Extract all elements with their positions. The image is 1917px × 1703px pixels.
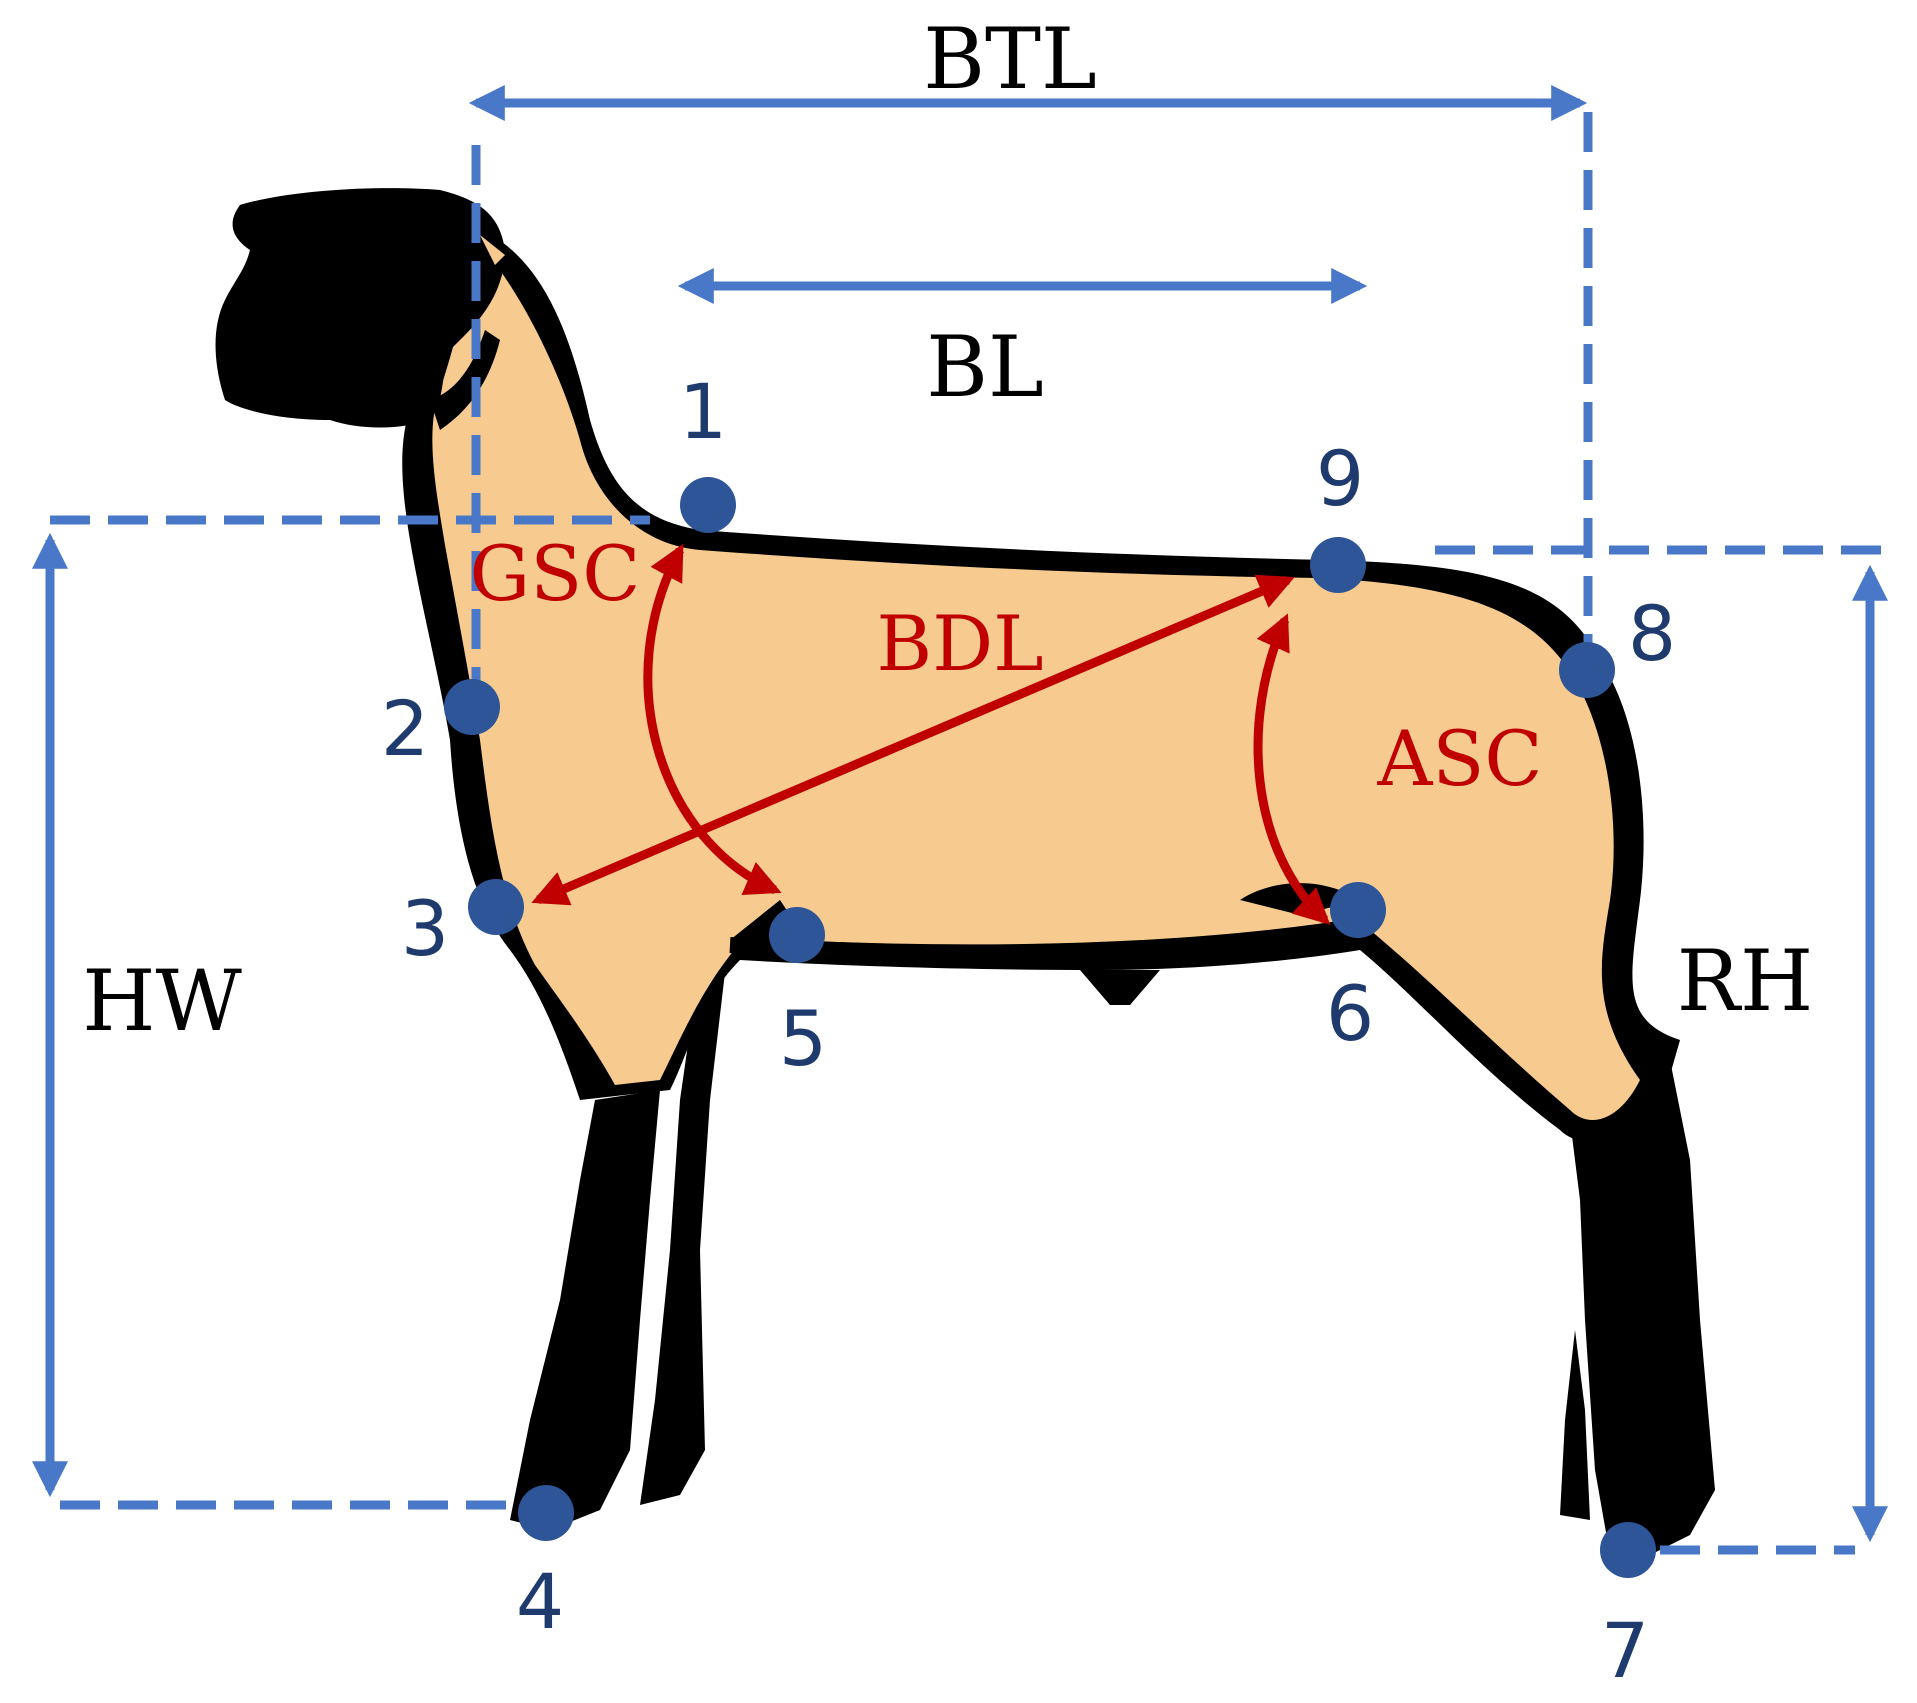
- head: [215, 188, 505, 428]
- landmark-points: [444, 477, 1656, 1578]
- hw-label: HW: [82, 952, 242, 1050]
- ear-wool: [480, 235, 505, 265]
- front-leg: [510, 1090, 660, 1530]
- point-8-label: 8: [1628, 589, 1676, 678]
- point-9-dot: [1310, 537, 1366, 593]
- gsc-label: GSC: [470, 529, 641, 618]
- point-7-dot: [1600, 1522, 1656, 1578]
- bdl-arrow: [531, 574, 1295, 906]
- front-back-leg: [640, 930, 730, 1505]
- point-3-label: 3: [401, 884, 449, 973]
- hind-inner-leg: [1560, 1330, 1590, 1520]
- rh-label: RH: [1677, 932, 1814, 1030]
- asc-arrow: [1253, 613, 1331, 925]
- point-2-label: 2: [381, 684, 429, 773]
- point-9-label: 9: [1316, 434, 1364, 523]
- asc-label: ASC: [1376, 714, 1542, 803]
- point-5-label: 5: [779, 994, 827, 1083]
- point-6-dot: [1330, 882, 1386, 938]
- point-3-dot: [468, 879, 524, 935]
- landmark-labels: 1 2 3 4 5 6 7 8 9: [381, 367, 1676, 1695]
- hind-leg: [1570, 1050, 1715, 1555]
- btl-label: BTL: [923, 10, 1097, 108]
- point-7-label: 7: [1601, 1606, 1649, 1695]
- point-1-dot: [680, 477, 736, 533]
- point-8-dot: [1559, 642, 1615, 698]
- red-measurements: [531, 543, 1331, 925]
- point-4-label: 4: [516, 1557, 564, 1646]
- point-6-label: 6: [1326, 969, 1374, 1058]
- bl-label: BL: [926, 318, 1044, 416]
- point-2-dot: [444, 679, 500, 735]
- point-4-dot: [518, 1485, 574, 1541]
- bdl-label: BDL: [876, 599, 1043, 688]
- point-1-label: 1: [679, 367, 727, 456]
- face-to-neck: [430, 330, 500, 430]
- blue-measurements: [32, 85, 1888, 1555]
- point-5-dot: [769, 907, 825, 963]
- belly-bump: [1080, 970, 1160, 1005]
